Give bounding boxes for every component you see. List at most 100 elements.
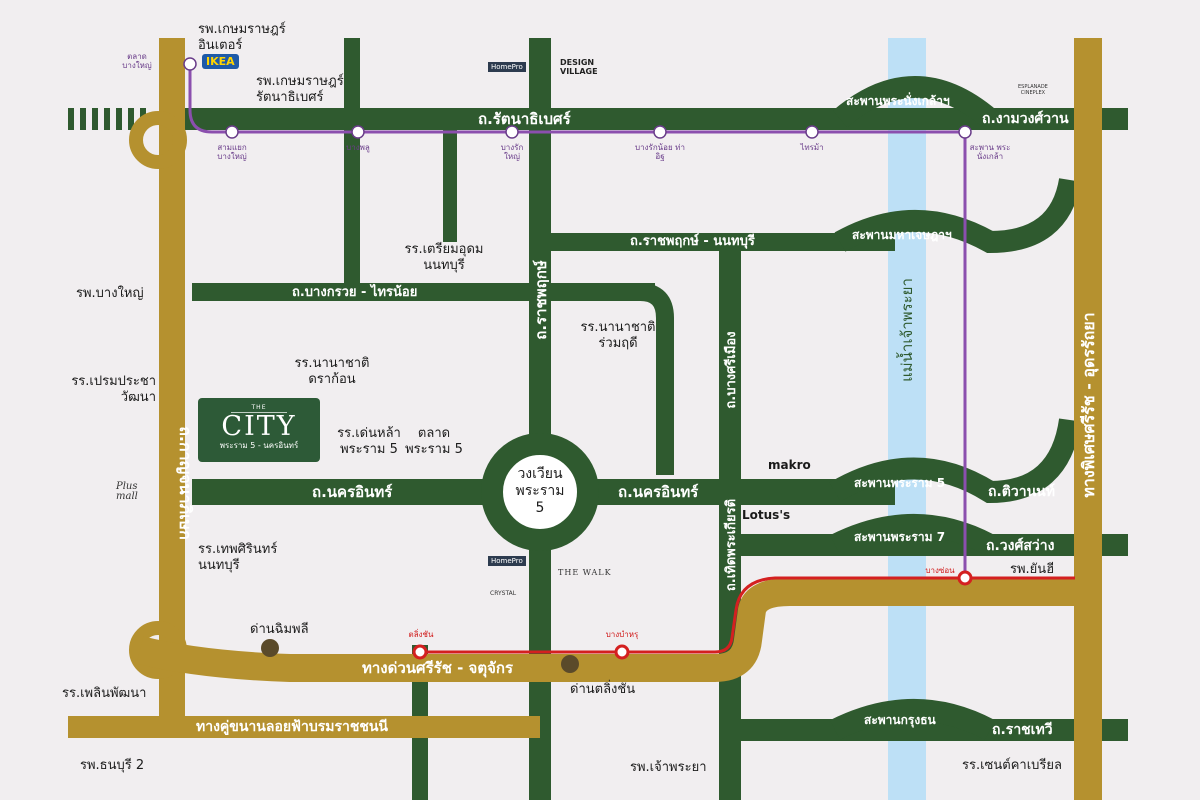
bridge-nangklao-arc [832, 76, 998, 128]
place-thepsirin-line2: นนทบุรี [198, 558, 240, 573]
brand-design-village-line1: DESIGN [560, 58, 595, 67]
place-phelin-phatthana: รร.เพลินพัฒนา [62, 686, 147, 701]
label-parallel-expressway: ทางคู่ขนานลอยฟ้าบรมราชชนนี [196, 719, 388, 735]
place-triam-line1: รร.เตรียมอุดม [404, 242, 484, 257]
bridge-rama7-arc [830, 514, 996, 555]
bridge-krungthon-arc [830, 699, 996, 740]
toll-icons [261, 639, 579, 673]
place-kasemrad-rat-line2: รัตนาธิเบศร์ [256, 90, 324, 105]
mrt-station-sai-ma: ไทรม้า [800, 143, 824, 152]
place-denla-line1: รร.เด่นหล้า [337, 426, 401, 441]
chao-phraya-river [888, 38, 926, 800]
label-wongsawang: ถ.วงศ์สว่าง [986, 538, 1055, 554]
label-bridge-nangklao: สะพานพระนั่งเกล้าฯ [846, 94, 950, 108]
bridge-rama5-arc [829, 418, 1081, 504]
toll-taling-chan: ด่านตลิ่งชัน [570, 682, 636, 697]
place-kasemrad-inter: รพ.เกษมราษฎร์ อินเตอร์ [198, 22, 286, 54]
label-ratchaphruek-ns: ถ.ราชพฤกษ์ [532, 260, 550, 340]
place-nana-dragon: รร.นานาชาติ ดราก้อน [292, 356, 372, 388]
brand-homepro-north: HomePro [488, 62, 526, 72]
label-bridge-rama5: สะพานพระราม 5 [854, 476, 946, 490]
mrt-station-nangklao: สะพาน พระนั่งเกล้า [969, 143, 1011, 161]
brand-esplanade: ESPLANADE CINEPLEX [1018, 84, 1048, 96]
brand-design-village-line2: VILLAGE [560, 67, 598, 76]
project-name: CITY [221, 411, 297, 442]
bridge-maha-arc [834, 177, 1081, 254]
place-talad-line1: ตลาด [417, 426, 451, 441]
label-ngamwongwan: ถ.งามวงศ์วาน [982, 111, 1069, 127]
place-denla: รร.เด่นหล้า พระราม 5 [334, 426, 404, 458]
label-bridge-krungthon: สะพานกรุงธน [864, 713, 936, 727]
label-si-rat-udon: ทางพิเศษศรีรัช - อุดรรัถยา [1079, 312, 1099, 497]
mrt-station-markers [183, 57, 972, 139]
brand-plus-mall-line1: Plus [116, 481, 138, 492]
label-rattanathibet: ถ.รัตนาธิเบศร์ [478, 110, 571, 128]
place-thonburi-2: รพ.ธนบุรี 2 [80, 758, 145, 773]
mrt-station-talad-bangyai: ตลาด บางใหญ่ [122, 52, 152, 70]
label-kanchanaphisek: ถ.กาญจนาภิเษก [175, 426, 195, 540]
place-yanhee: รพ.ยันฮี [1010, 562, 1055, 577]
place-triam-line2: นนทบุรี [423, 258, 465, 273]
roundabout-line3: 5 [535, 500, 545, 516]
roundabout-rama5 [481, 433, 599, 551]
label-nakhon-in-east: ถ.นครอินทร์ [618, 483, 699, 501]
red-station-markers [412, 570, 973, 660]
label-river: แม่น้ำเจ้าพระยา [896, 278, 916, 382]
place-talad-line2: พระราม 5 [405, 442, 463, 457]
brand-homepro-south: HomePro [488, 556, 526, 566]
place-prem-pracha: รร.เปรมประชา วัฒนา [58, 374, 156, 406]
brand-lotus: Lotus's [742, 508, 791, 522]
brand-esplanade-line1: ESPLANADE [1018, 84, 1048, 90]
place-kasemrad-rattanathibet: รพ.เกษมราษฎร์ รัตนาธิเบศร์ [256, 74, 344, 106]
label-si-rat-chatuchak: ทางด่วนศรีรัช - จตุจักร [362, 659, 513, 677]
label-ratchaphruek-nonthaburi: ถ.ราชพฤกษ์ - นนทบุรี [630, 234, 755, 249]
expressways [68, 38, 1102, 800]
place-kasemrad-rat-line1: รพ.เกษมราษฎร์ [256, 74, 344, 89]
mrt-station-samyaek-bangyai: สามแยก บางใหญ่ [217, 143, 247, 161]
place-st-gabriel: รร.เซนต์คาเบรียล [962, 758, 1062, 773]
label-bangkruai-sainoi: ถ.บางกรวย - ไทรน้อย [292, 285, 418, 300]
label-nakhon-in-west: ถ.นครอินทร์ [312, 483, 393, 501]
project-the: THE [251, 404, 267, 411]
place-dragon-line1: รร.นานาชาติ [294, 356, 370, 371]
brand-esplanade-line2: CINEPLEX [1020, 90, 1046, 96]
label-ratchawithi: ถ.ราชเทวี [992, 722, 1053, 738]
red-line [420, 576, 1075, 654]
place-bangyai-hospital: รพ.บางใหญ่ [76, 286, 144, 301]
label-tiwanon: ถ.ติวานนท์ [988, 484, 1055, 500]
red-station-bang-bamru: บางบำหรุ [605, 630, 639, 639]
place-ruamruedi-line2: ร่วมฤดี [598, 336, 638, 351]
brand-ikea: IKEA [202, 54, 239, 69]
brand-crystal: CRYSTAL [490, 590, 517, 597]
label-bang-si-mueang: ถ.บางศรีเมือง [723, 331, 739, 408]
place-thepsirin-line1: รร.เทพศิรินทร์ [198, 542, 278, 557]
road-bangkruai-curve [639, 283, 674, 475]
brand-makro: makro [768, 458, 811, 472]
project-marker: THE CITY พระราม 5 - นครอินทร์ [198, 398, 320, 462]
mrt-station-bangrak-yai: บางรักใหญ่ [500, 143, 524, 161]
place-kasemrad-inter-line2: อินเตอร์ [198, 38, 243, 53]
mrt-station-bangrak-noi: บางรักน้อย ท่าอิฐ [635, 143, 685, 161]
place-thepsirin: รร.เทพศิรินทร์ นนทบุรี [198, 542, 277, 574]
place-triam-udom: รร.เตรียมอุดม นนทบุรี [398, 242, 490, 274]
red-station-bang-son: บางซ่อน [925, 566, 955, 575]
roundabout-line2: พระราม [515, 483, 565, 499]
mrt-station-bangphlu: บางพลู [346, 143, 370, 152]
place-kasemrad-inter-line1: รพ.เกษมราษฎร์ [198, 22, 286, 37]
brand-design-village: DESIGN VILLAGE [560, 58, 598, 76]
place-prem-line2: วัฒนา [120, 390, 156, 405]
label-phra-kiat: ถ.เทิดพระเกียรติ [723, 499, 739, 591]
brand-plus-mall: Plus mall [116, 482, 138, 502]
road-si-rat-chatuchak [136, 578, 1100, 682]
toll-chimphli: ด่านฉิมพลี [250, 622, 309, 637]
place-talad-rama5: ตลาด พระราม 5 [402, 426, 466, 458]
interchange-north [129, 111, 187, 169]
place-chaophraya-hospital: รพ.เจ้าพระยา [630, 760, 707, 775]
brand-the-walk: THE WALK [558, 568, 612, 577]
brand-plus-mall-line2: mall [116, 491, 138, 502]
project-divider [231, 412, 287, 413]
place-nana-ruamruedi: รร.นานาชาติ ร่วมฤดี [578, 320, 658, 352]
label-bridge-maha: สะพานมหาเจษฎาฯ [852, 228, 952, 242]
place-denla-line2: พระราม 5 [340, 442, 398, 457]
